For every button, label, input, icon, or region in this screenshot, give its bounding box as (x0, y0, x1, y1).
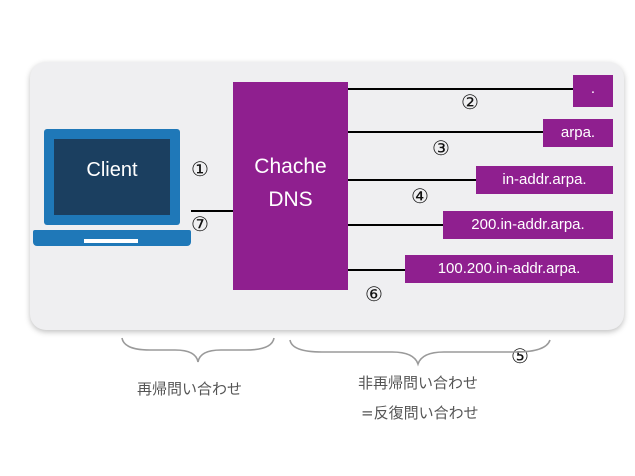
caption-iterative: =反復問い合わせ (361, 404, 479, 422)
client-dns-connector (191, 210, 234, 212)
step-4: ④ (411, 184, 429, 208)
cache-dns-label-line2: DNS (268, 188, 313, 211)
step-1: ① (191, 157, 209, 181)
laptop-screen (54, 139, 170, 215)
connector-100-200 (348, 269, 405, 271)
step-2: ② (461, 90, 479, 114)
zone-in-addr-arpa: in-addr.arpa. (476, 166, 613, 194)
client-label: Client (86, 159, 138, 181)
cache-dns-label-line1: Chache (254, 155, 327, 178)
caption-non-recursive: 非再帰問い合わせ (358, 374, 479, 392)
zone-root: . (573, 75, 613, 107)
step-5: ⑤ (511, 344, 529, 368)
cache-dns-box (233, 82, 348, 290)
connector-in-addr (348, 179, 476, 181)
cache-dns-label: Chache DNS (233, 150, 348, 216)
caption-recursive: 再帰問い合わせ (137, 380, 243, 398)
step-6: ⑥ (365, 282, 383, 306)
connector-arpa (348, 131, 544, 133)
recursive-brace (121, 337, 275, 363)
laptop-base (33, 230, 191, 246)
connector-200 (348, 224, 443, 226)
non-recursive-brace (289, 339, 551, 367)
zone-arpa: arpa. (543, 119, 613, 147)
step-3: ③ (432, 136, 450, 160)
step-7: ⑦ (191, 212, 209, 236)
connector-root (348, 88, 573, 90)
zone-200-in-addr-arpa: 200.in-addr.arpa. (443, 211, 613, 239)
laptop-trackpad (84, 239, 138, 243)
zone-100-200-in-addr-arpa: 100.200.in-addr.arpa. (405, 255, 613, 283)
